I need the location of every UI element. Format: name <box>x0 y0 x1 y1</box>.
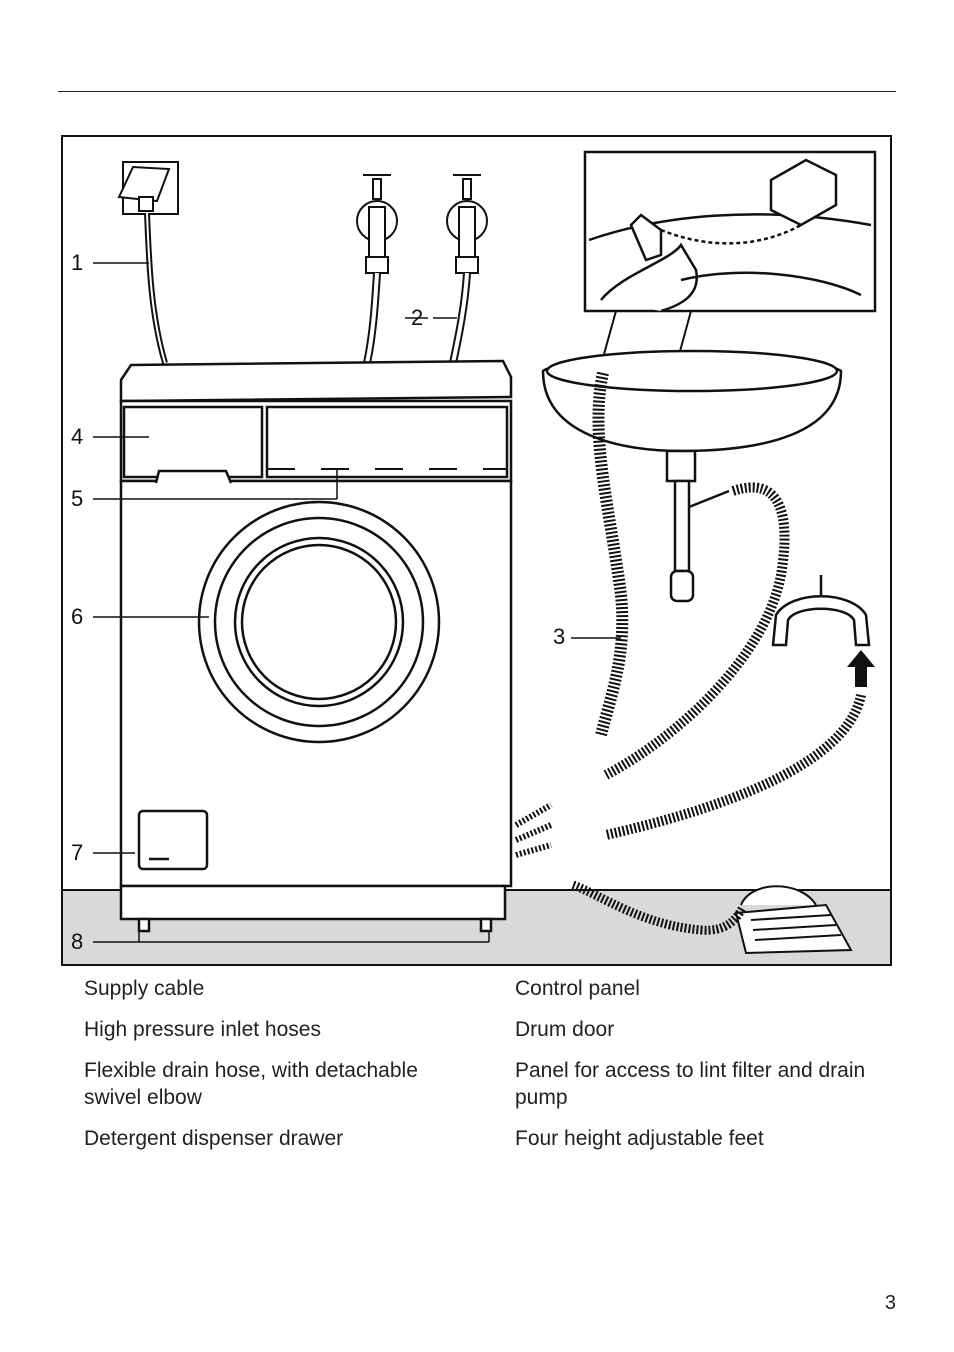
caption-access-panel: Panel for access to lint filter and drai… <box>515 1059 866 1109</box>
callout-2: 2 <box>411 305 424 330</box>
washing-machine-illustration: 1 2 3 4 5 6 7 8 <box>61 135 892 966</box>
page-number: 3 <box>884 1292 896 1314</box>
header-rule <box>58 91 896 92</box>
installation-diagram <box>61 135 892 966</box>
callout-3: 3 <box>553 624 566 649</box>
callout-7: 7 <box>71 840 84 865</box>
swivel-elbow <box>771 575 871 647</box>
caption-dispenser-drawer: Detergent dispenser drawer <box>84 1127 344 1150</box>
tap-right <box>446 174 488 274</box>
caption-drum-door: Drum door <box>515 1018 615 1041</box>
callout-leaders <box>93 262 621 943</box>
wash-basin <box>541 349 843 603</box>
caption-supply-cable: Supply cable <box>84 977 205 1000</box>
callout-4: 4 <box>71 424 84 449</box>
caption-control-panel: Control panel <box>515 977 640 1000</box>
captions-left-column: Supply cable High pressure inlet hoses F… <box>84 975 484 1166</box>
caption-adjustable-feet: Four height adjustable feet <box>515 1127 764 1150</box>
callout-5: 5 <box>71 486 84 511</box>
floor-drain <box>734 885 853 955</box>
washing-machine <box>119 359 513 933</box>
swivel-detail-inset <box>583 150 877 313</box>
captions-right-column: Control panel Drum door Panel for access… <box>515 975 915 1166</box>
caption-drain-hose: Flexible drain hose, with detachable swi… <box>84 1059 418 1109</box>
tap-left <box>356 174 398 274</box>
callout-6: 6 <box>71 604 84 629</box>
up-arrow-icon <box>847 650 875 687</box>
wall-socket <box>117 161 179 215</box>
callout-1: 1 <box>71 250 84 275</box>
caption-inlet-hoses: High pressure inlet hoses <box>84 1018 321 1041</box>
drain-hose <box>592 371 629 737</box>
callout-8: 8 <box>71 929 84 954</box>
